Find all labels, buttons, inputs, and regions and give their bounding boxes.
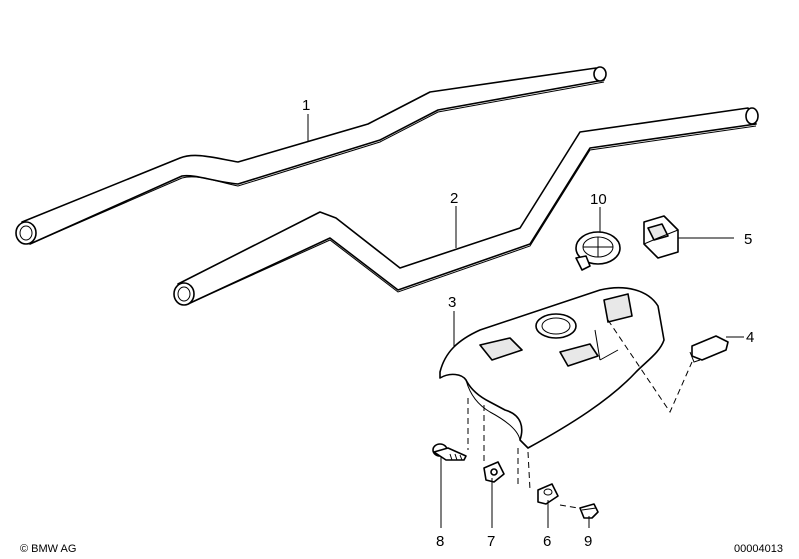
switch-5	[643, 215, 679, 259]
callout-8: 8	[436, 533, 444, 550]
callout-6: 6	[543, 533, 551, 550]
handlebar-2	[173, 107, 759, 306]
callout-3: 3	[448, 294, 456, 311]
assembly-lines	[467, 319, 693, 509]
callout-10: 10	[590, 191, 607, 208]
callout-1: 1	[302, 97, 310, 114]
handlebar-1	[15, 66, 607, 245]
callout-7: 7	[487, 533, 495, 550]
handlebar-cover-3	[439, 286, 665, 449]
screw-8	[432, 443, 467, 461]
clip-4	[689, 335, 729, 363]
grommet-6	[537, 483, 559, 505]
emblem-10	[575, 231, 621, 271]
callout-4: 4	[746, 329, 754, 346]
copyright-text: © BMW AG	[20, 543, 76, 555]
callout-9: 9	[584, 533, 592, 550]
callout-2: 2	[450, 190, 458, 207]
nut-clip-7	[483, 461, 505, 483]
callout-5: 5	[744, 231, 752, 248]
drawing-number: 00004013	[734, 543, 783, 555]
leader-lines	[307, 114, 744, 528]
rivet-9	[579, 503, 599, 519]
